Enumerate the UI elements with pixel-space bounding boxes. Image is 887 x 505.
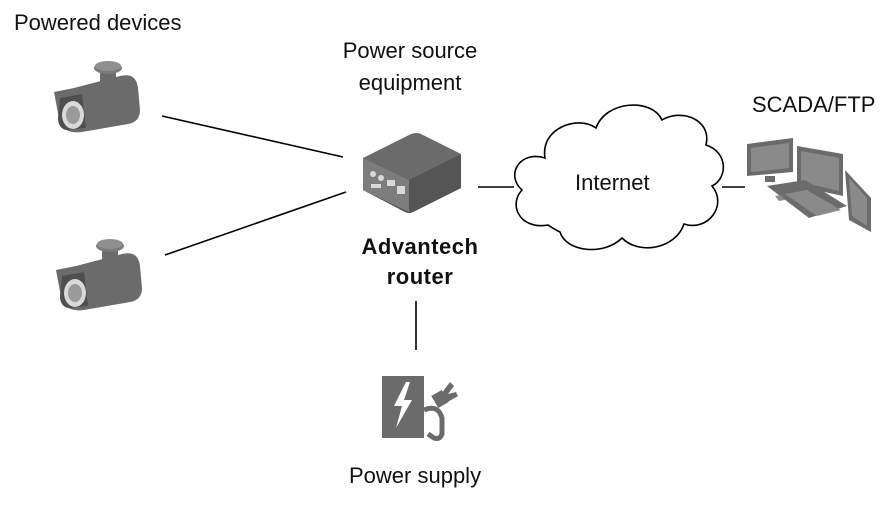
link-camera2-router — [164, 191, 347, 256]
computer-workstation-icon — [747, 138, 871, 232]
powered-devices-label: Powered devices — [14, 10, 182, 35]
security-camera-icon — [54, 61, 140, 133]
pse-label-line-1: Power source — [342, 38, 478, 63]
power-source-equipment-label: Power source equipment — [320, 35, 500, 99]
security-camera-icon — [56, 239, 142, 311]
power-plug-icon — [382, 376, 458, 441]
advantech-router-label: Advantech router — [340, 232, 500, 292]
internet-label: Internet — [575, 170, 650, 195]
pse-label-line-2: equipment — [358, 70, 462, 95]
scada-ftp-label: SCADA/FTP — [752, 92, 876, 117]
cloud-icon — [514, 104, 725, 251]
router-label-line-1: Advantech — [361, 234, 479, 259]
router-label-line-2: router — [386, 264, 454, 289]
router-icon — [363, 133, 461, 213]
power-supply-label: Power supply — [349, 463, 482, 488]
link-camera1-router — [161, 115, 344, 158]
